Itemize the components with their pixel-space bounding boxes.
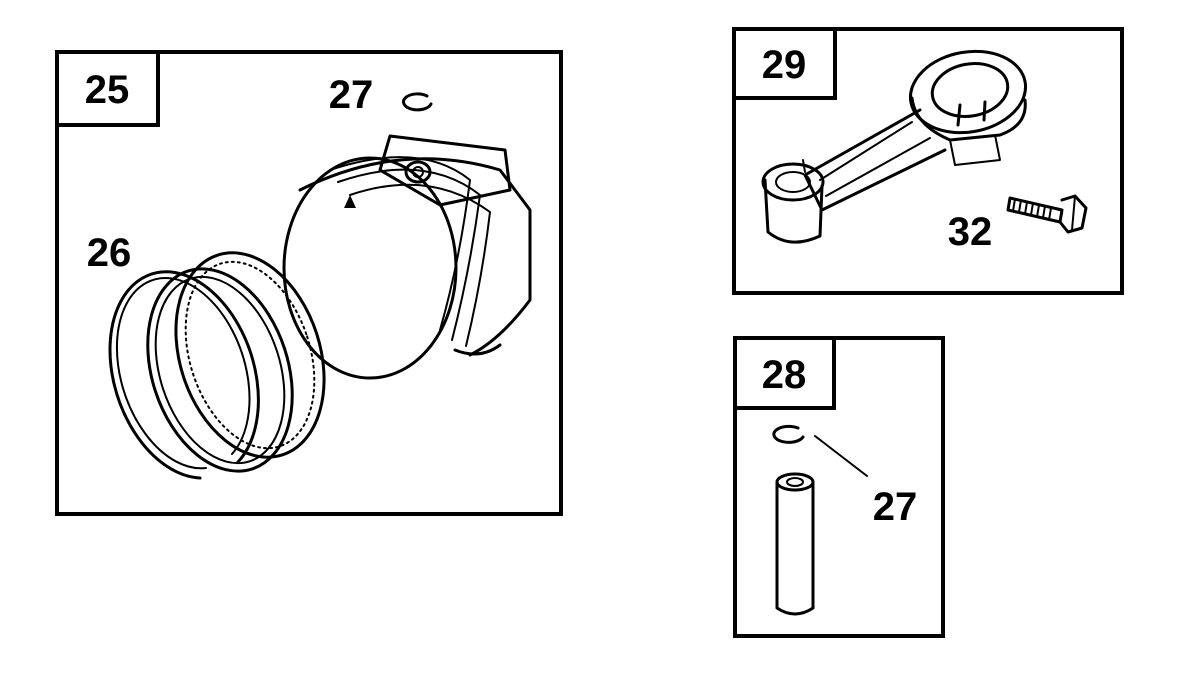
bolt-callout: 32 bbox=[948, 210, 993, 254]
rings-callout: 26 bbox=[87, 231, 132, 275]
piston-rings-drawing bbox=[108, 251, 326, 480]
connecting-rod-panel-number: 29 bbox=[762, 43, 807, 87]
wrist-pin-panel-number-box bbox=[733, 336, 836, 410]
clip-leader-line bbox=[814, 435, 868, 477]
wrist-pin-drawing bbox=[775, 472, 815, 616]
piston-panel-number-box bbox=[55, 50, 160, 127]
piston-panel-frame bbox=[55, 50, 563, 516]
piston-panel: 25 27 26 bbox=[55, 50, 563, 516]
wrist-pin-clip-icon bbox=[772, 424, 805, 444]
rod-bolt-icon bbox=[1006, 194, 1088, 234]
connecting-rod-panel-number-box bbox=[732, 27, 837, 100]
wrist-pin-clip-callout: 27 bbox=[873, 485, 918, 529]
wrist-pin-panel-number: 28 bbox=[762, 353, 807, 397]
connecting-rod-panel: 29 32 bbox=[732, 27, 1124, 295]
wrist-pin-panel: 28 27 bbox=[733, 336, 945, 638]
piston-drawing bbox=[282, 134, 532, 380]
piston-panel-number: 25 bbox=[85, 68, 130, 112]
pin-clip-icon bbox=[402, 92, 433, 112]
connecting-rod-drawing bbox=[761, 49, 1028, 244]
pin-clip-callout: 27 bbox=[329, 73, 374, 117]
